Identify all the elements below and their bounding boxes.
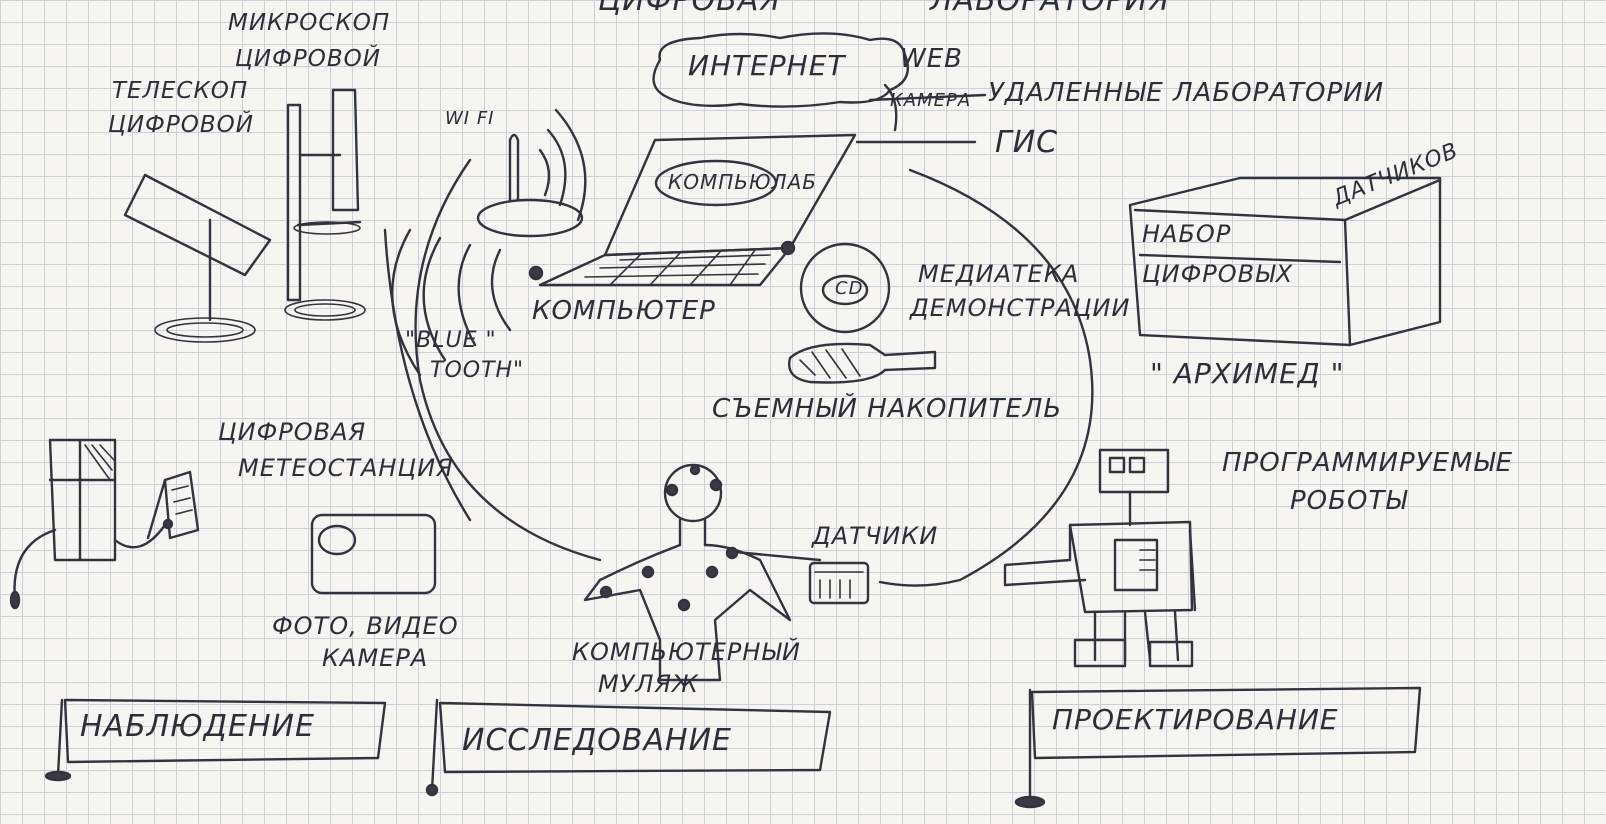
network-circle (414, 158, 602, 562)
microscope-label-2: ЦИФРОВОЙ (235, 46, 381, 72)
usb-stick (788, 342, 937, 384)
robots-label-1: ПРОГРАММИРУЕМЫЕ (1222, 448, 1514, 478)
robot-body (1068, 520, 1194, 614)
media-label-2: ДЕМОНСТРАЦИИ (910, 294, 1131, 322)
compulab-oval (654, 159, 778, 207)
robots-label-2: РОБОТЫ (1290, 486, 1408, 516)
weather-station (48, 438, 117, 562)
dummy-label-1: КОМПЬЮТЕРНЫЙ (572, 638, 801, 666)
banner-design-frame (1030, 686, 1422, 760)
sensors-label: ДАТЧИКИ (812, 522, 939, 550)
banner-observation-frame (63, 698, 387, 764)
photo-video-label-2: КАМЕРА (322, 644, 429, 672)
archimedes-label: " АРХИМЕД " (1150, 357, 1345, 390)
camera-body (310, 513, 437, 595)
dummy-head (663, 463, 723, 523)
internet-cloud (652, 32, 910, 108)
telescope-tube (123, 173, 272, 277)
laptop-base (538, 246, 792, 287)
gis-label: ГИС (995, 125, 1059, 160)
weather-label-2: МЕТЕОСТАНЦИЯ (238, 454, 454, 482)
archimedes-box (1128, 176, 1442, 347)
removable-storage-label: СЪЕМНЫЙ НАКОПИТЕЛЬ (712, 394, 1063, 424)
media-label-1: МЕДИАТЕКА (918, 260, 1080, 288)
weather-label-1: ЦИФРОВАЯ (218, 418, 367, 446)
microscope-body (286, 103, 302, 302)
microscope-label-1: МИКРОСКОП (228, 10, 391, 36)
remote-labs-label: УДАЛЕННЫЕ ЛАБОРАТОРИИ (988, 78, 1385, 108)
header-left-text: ЦИФРОВАЯ (598, 0, 782, 18)
bluetooth-label-2: TOOTH" (430, 358, 525, 383)
banner-research: ИССЛЕДОВАНИЕ (462, 723, 732, 758)
telescope-label-1: ТЕЛЕСКОП (112, 78, 249, 104)
dummy-label-2: МУЛЯЖ (598, 670, 699, 698)
cd-label: CD (835, 278, 864, 299)
sensor-set-label-2: ЦИФРОВЫХ (1142, 260, 1294, 288)
router-body (476, 198, 584, 238)
camera-web-label: КАМЕРА (890, 90, 972, 111)
banner-observation: НАБЛЮДЕНИЕ (80, 709, 315, 744)
wifi-label: WI FI (445, 108, 495, 129)
header-right-text: ЛАБОРАТОРИЯ (930, 0, 1171, 18)
banner-research-frame (438, 701, 832, 774)
telescope-label-2: ЦИФРОВОЙ (108, 112, 254, 138)
photo-video-label-1: ФОТО, ВИДЕО (272, 612, 459, 640)
internet-label: ИНТЕРНЕТ (688, 49, 846, 82)
compulab-label: КОМПЬЮЛАБ (668, 170, 817, 194)
cd-disc (799, 242, 891, 334)
robot-head (1098, 448, 1170, 494)
web-label: WEB (900, 44, 963, 74)
computer-label: КОМПЬЮТЕР (532, 296, 716, 326)
banner-design: ПРОЕКТИРОВАНИЕ (1052, 703, 1339, 736)
sensor-set-label-1: НАБОР (1142, 220, 1232, 248)
laptop-screen (603, 133, 857, 257)
bluetooth-label-1: "BLUE " (405, 328, 497, 353)
sensor-device (808, 561, 870, 605)
